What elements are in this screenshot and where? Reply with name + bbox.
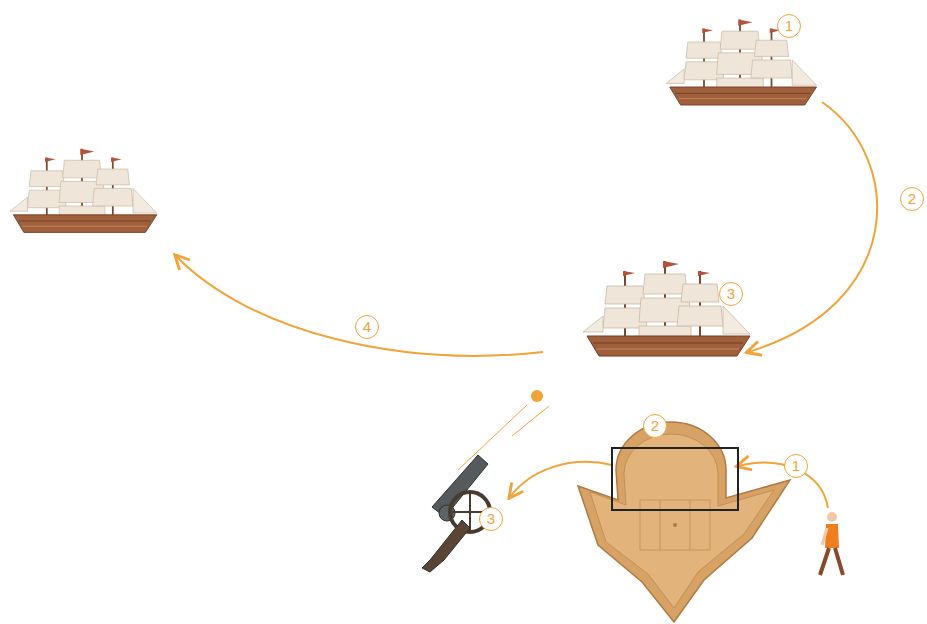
fire-arrow [510,462,612,497]
ship-illustration [583,261,750,356]
callout-number: 2 [900,187,924,211]
shot-trail [512,406,549,436]
callout-number: 4 [355,315,379,339]
callout-number: 3 [479,507,503,531]
callout-number: 1 [784,454,808,478]
shot-trail [458,405,527,470]
sail-arrow [748,102,877,352]
sail-arrow [176,256,543,356]
cannonball [531,390,543,402]
ship-illustration [10,149,157,233]
fort-illustration [578,422,790,622]
callout-number: 2 [643,414,667,438]
callout-number: 1 [777,14,801,38]
person-illustration [820,512,843,575]
callout-number: 3 [719,282,743,306]
highlight-box [612,448,738,510]
